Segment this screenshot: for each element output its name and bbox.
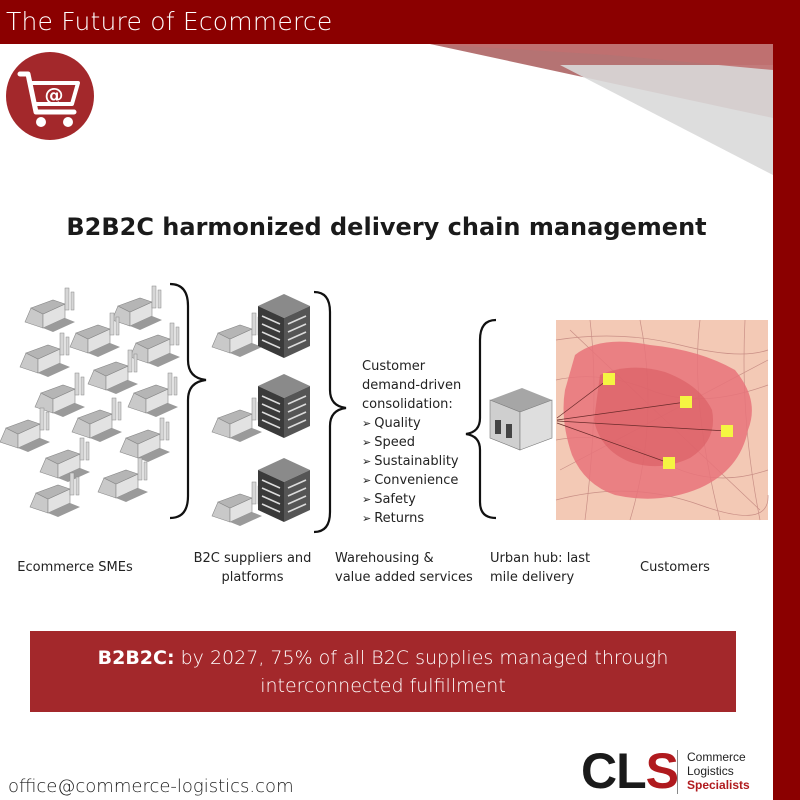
- header-bar: The Future of Ecommerce: [0, 0, 800, 44]
- diagram-heading: B2B2C harmonized delivery chain manageme…: [66, 213, 707, 241]
- customer-pin: [721, 425, 733, 437]
- delivery-chain-diagram: [0, 282, 769, 534]
- consolidation-item: Safety: [362, 490, 461, 509]
- consolidation-list: Quality Speed Sustainablity Convenience …: [362, 414, 461, 528]
- stage-label-line: value added services: [335, 570, 473, 585]
- customer-pin: [603, 373, 615, 385]
- banner-text-1: by 2027, 75% of all B2C supplies managed…: [174, 647, 669, 669]
- stage-label-line: mile delivery: [490, 570, 575, 585]
- page-title: The Future of Ecommerce: [6, 7, 333, 36]
- stage-label-suppliers: B2C suppliers and platforms: [190, 549, 315, 587]
- cart-badge: @: [6, 52, 94, 140]
- svg-text:@: @: [45, 84, 64, 106]
- stage-label-line: Urban hub: last: [490, 551, 591, 566]
- logo-divider: [677, 750, 678, 794]
- urban-hub-building: [489, 388, 553, 451]
- logo-word-specialists: Specialists: [687, 778, 750, 792]
- stage-label-line: Customers: [640, 560, 710, 575]
- consolidation-line-3: consolidation:: [362, 397, 453, 412]
- banner-text-2: interconnected fulfillment: [260, 675, 506, 697]
- logo-letter-s: S: [645, 743, 679, 799]
- contact-email[interactable]: office@commerce-logistics.com: [8, 776, 294, 797]
- stage-label-line: Warehousing &: [335, 551, 434, 566]
- stage-label-customers: Customers: [620, 558, 730, 577]
- forecast-banner: B2B2C: by 2027, 75% of all B2C supplies …: [30, 631, 736, 712]
- stage-label-line: platforms: [221, 570, 284, 585]
- sme-factories: [0, 285, 181, 518]
- shopping-cart-icon: @: [17, 71, 80, 127]
- cls-logo: CLS Commerce Logistics Specialists: [581, 743, 750, 799]
- consolidation-line-2: demand-driven: [362, 378, 462, 393]
- logo-word-commerce: Commerce: [687, 750, 746, 764]
- logo-letters-cl: CL: [581, 743, 647, 799]
- right-edge-band: [773, 44, 800, 800]
- stage-label-warehousing: Warehousing & value added services: [335, 549, 475, 587]
- consolidation-item: Quality: [362, 414, 461, 433]
- banner-bold: B2B2C:: [97, 647, 175, 669]
- logo-wordmark: CLS: [581, 743, 679, 799]
- stage-label-smes: Ecommerce SMEs: [10, 558, 140, 577]
- logo-word-logistics: Logistics: [687, 764, 734, 778]
- consolidation-item: Sustainablity: [362, 452, 461, 471]
- customer-pin: [663, 457, 675, 469]
- consolidation-line-1: Customer: [362, 359, 426, 374]
- customer-map: [555, 319, 769, 521]
- logo-words: Commerce Logistics Specialists: [687, 750, 750, 792]
- consolidation-item: Speed: [362, 433, 461, 452]
- stage-label-line: B2C suppliers and: [193, 551, 312, 566]
- stage-label-urban-hub: Urban hub: last mile delivery: [490, 549, 595, 587]
- consolidation-item: Convenience: [362, 471, 461, 490]
- consolidation-item: Returns: [362, 509, 461, 528]
- b2c-supplier-buildings: [211, 293, 311, 527]
- customer-pin: [680, 396, 692, 408]
- stage-label-line: Ecommerce SMEs: [17, 560, 133, 575]
- consolidation-block: Customer demand-driven consolidation: Qu…: [362, 357, 461, 528]
